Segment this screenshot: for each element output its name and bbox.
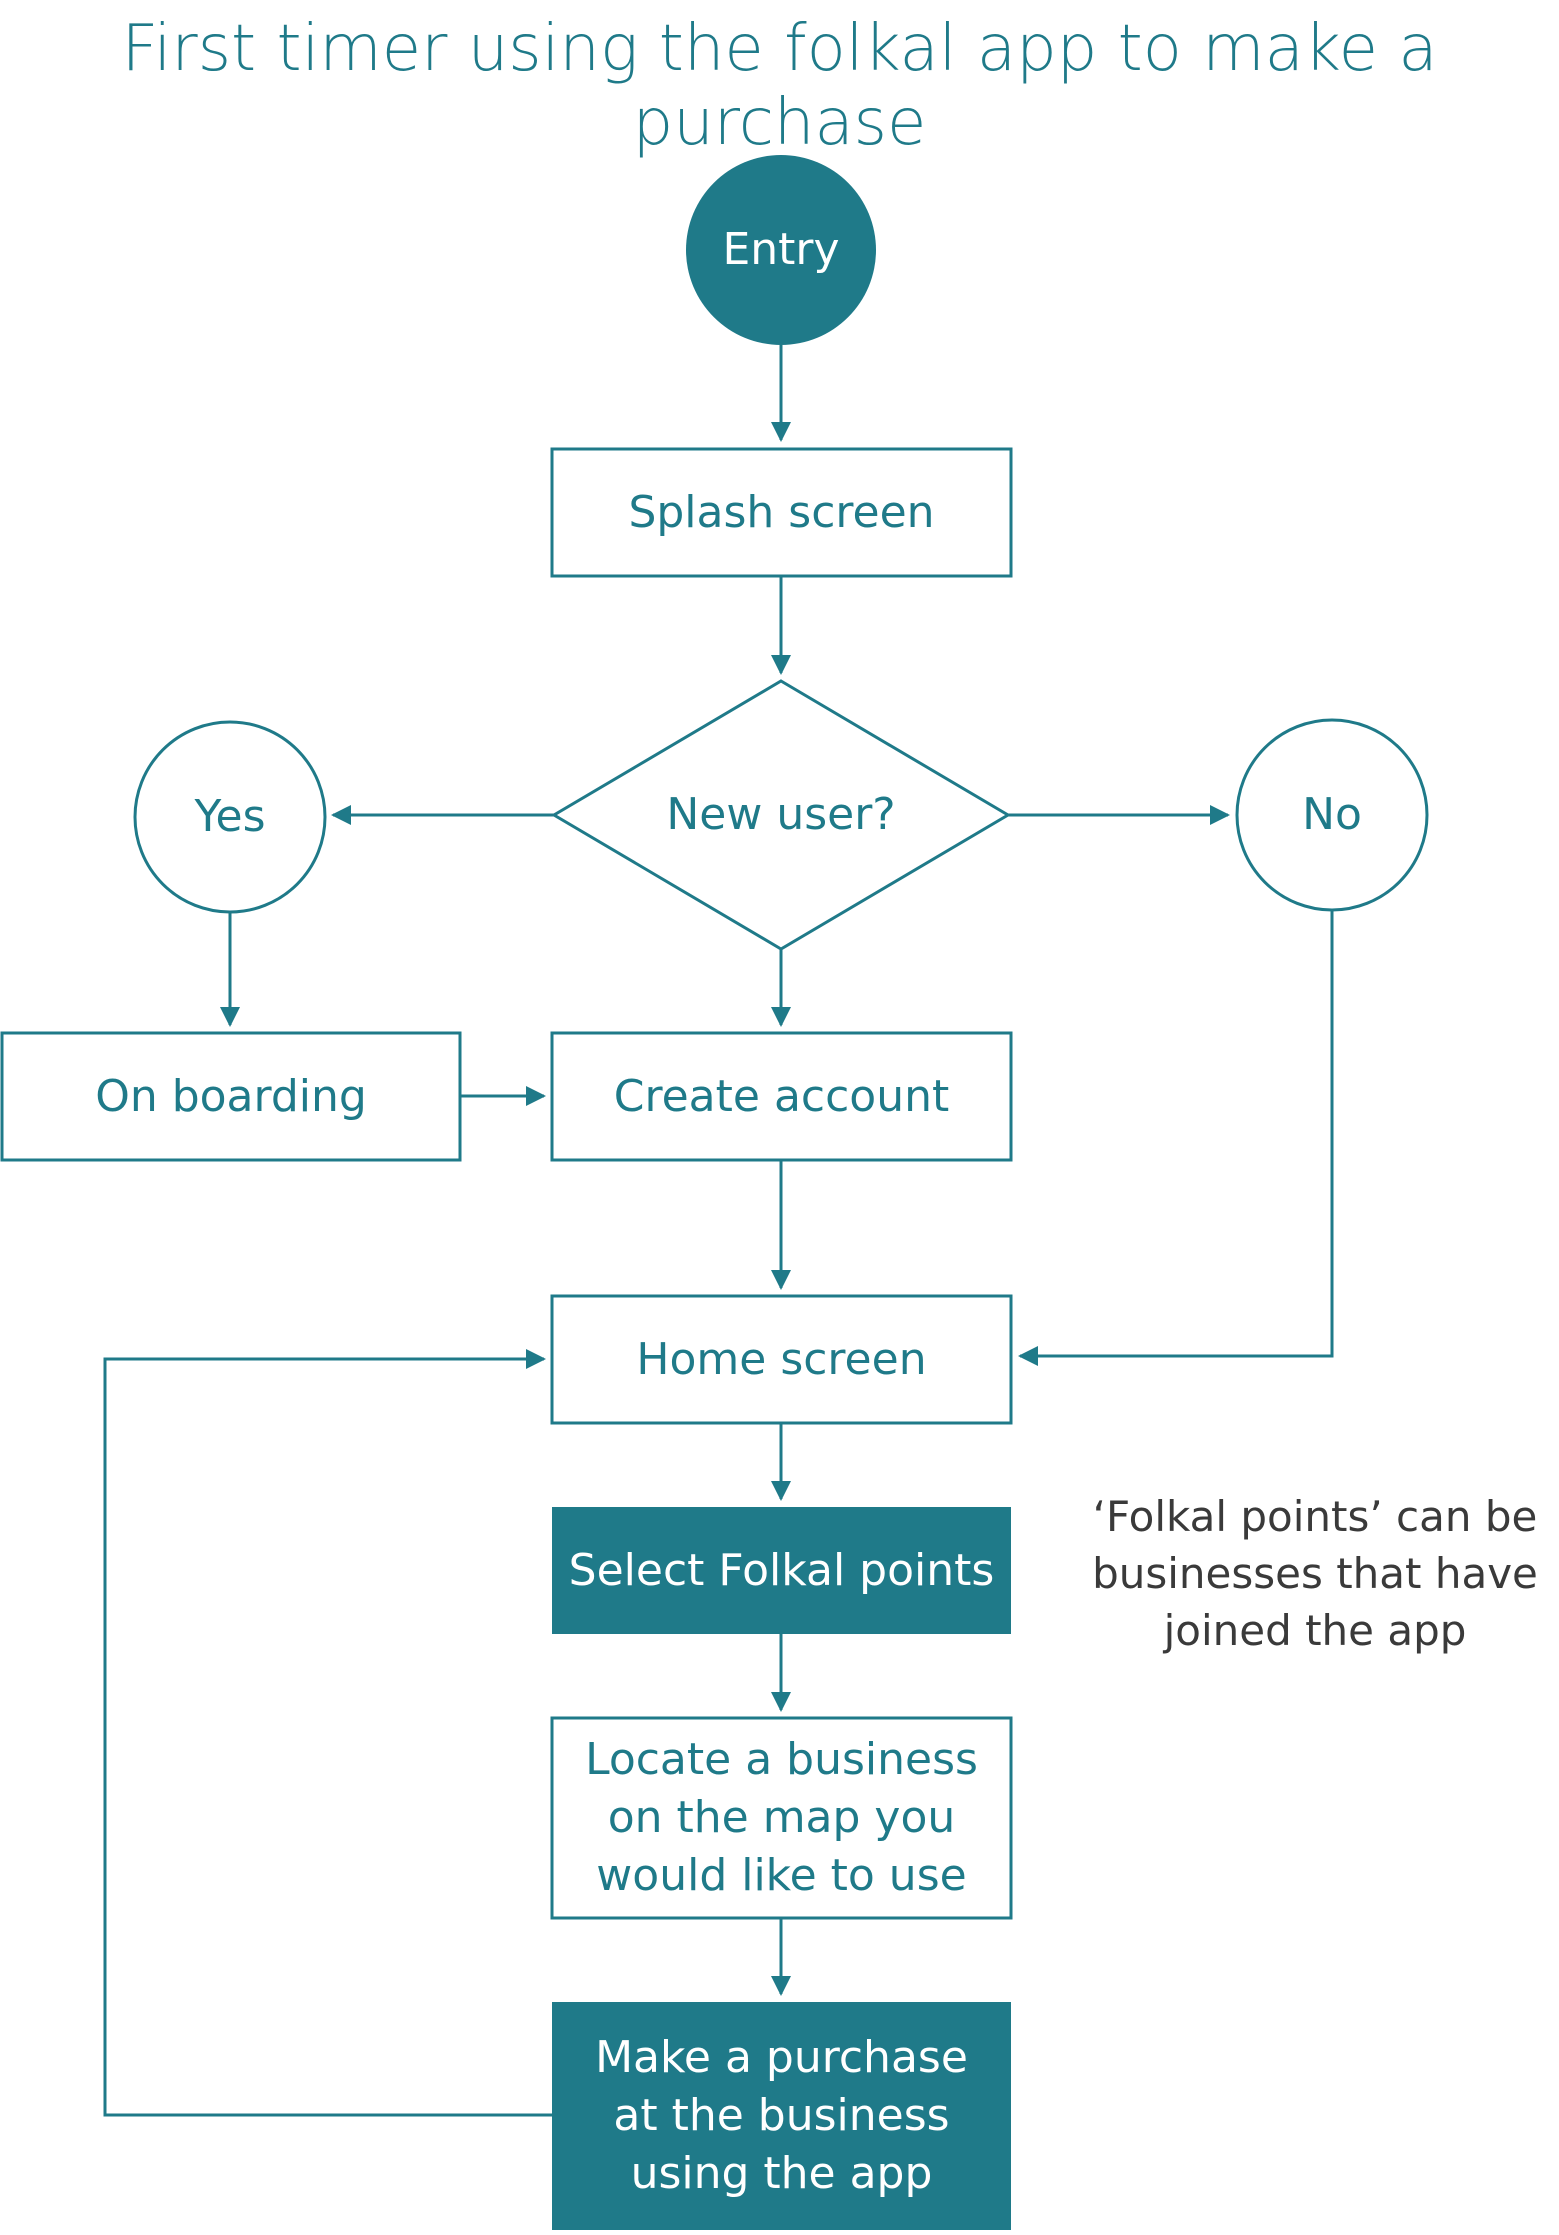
no-label: No	[1302, 789, 1362, 840]
folkal-points-note: ‘Folkal points’ can be businesses that h…	[1092, 1492, 1538, 1655]
purchase-label: Make a purchase at the business using th…	[595, 2032, 968, 2199]
yes-label: Yes	[194, 791, 266, 842]
locate-business-node	[550, 1716, 1013, 1920]
onboarding-label: On boarding	[95, 1070, 367, 1122]
splash-screen-label: Splash screen	[628, 486, 935, 538]
purchase-node	[552, 2002, 1011, 2230]
select-points-node	[552, 1507, 1011, 1634]
create-account-node	[550, 1031, 1013, 1162]
locate-business-label: Locate a business on the map you would l…	[585, 1734, 978, 1901]
edge-purchase-home-loop	[103, 1349, 552, 2117]
home-screen-label: Home screen	[636, 1333, 927, 1385]
entry-label: Entry	[722, 224, 840, 275]
edge-no-home	[1018, 910, 1334, 1366]
create-account-label: Create account	[613, 1070, 950, 1122]
select-points-label: Select Folkal points	[568, 1544, 995, 1596]
diagram-title: First timer using the folkal app to make…	[121, 12, 1438, 160]
onboarding-node	[0, 1031, 462, 1162]
new-user-label: New user?	[666, 789, 896, 840]
entry-node	[686, 155, 876, 345]
splash-screen-node	[550, 447, 1013, 578]
